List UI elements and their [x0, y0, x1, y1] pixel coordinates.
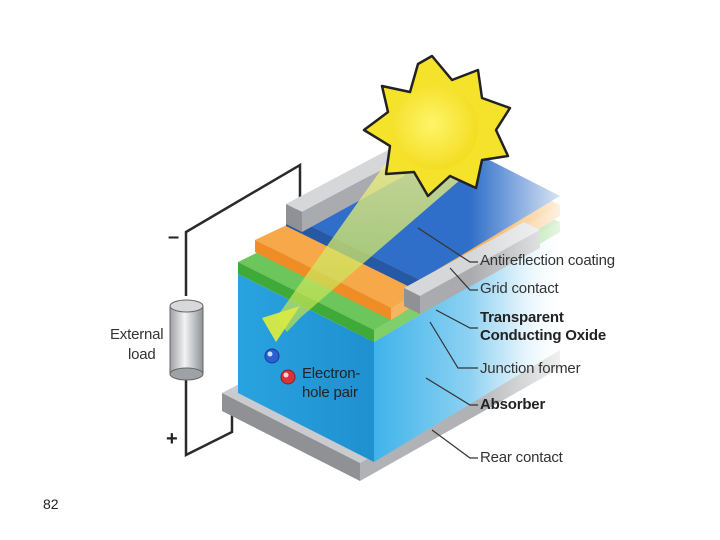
beam-arrowhead [262, 306, 300, 342]
label-junction-former: Junction former [480, 360, 581, 377]
minus-terminal: – [168, 226, 180, 248]
page-number: 82 [43, 496, 59, 512]
label-electron-hole-line2: hole pair [302, 384, 358, 401]
hole-icon [280, 369, 296, 385]
label-rear-contact: Rear contact [480, 449, 563, 466]
label-external-load-line2: load [128, 346, 156, 363]
label-tco-line1: Transparent [480, 309, 564, 326]
label-electron-hole-line1: Electron- [302, 365, 361, 382]
external-load-icon [169, 299, 204, 381]
label-absorber: Absorber [480, 396, 546, 413]
hole-highlight [283, 372, 289, 378]
label-antireflection-coating: Antireflection coating [480, 252, 615, 269]
circuit-wires [184, 162, 302, 458]
label-grid-contact: Grid contact [480, 280, 559, 297]
label-tco-line2: Conducting Oxide [480, 327, 606, 344]
light-beam [276, 150, 460, 332]
label-external-load-line1: External [110, 326, 164, 343]
edge-fade [470, 140, 570, 400]
electron-highlight [267, 351, 273, 357]
electron-icon [264, 348, 280, 364]
sun-icon [362, 54, 512, 198]
plus-terminal: + [166, 428, 178, 450]
leader-lines [417, 227, 478, 459]
